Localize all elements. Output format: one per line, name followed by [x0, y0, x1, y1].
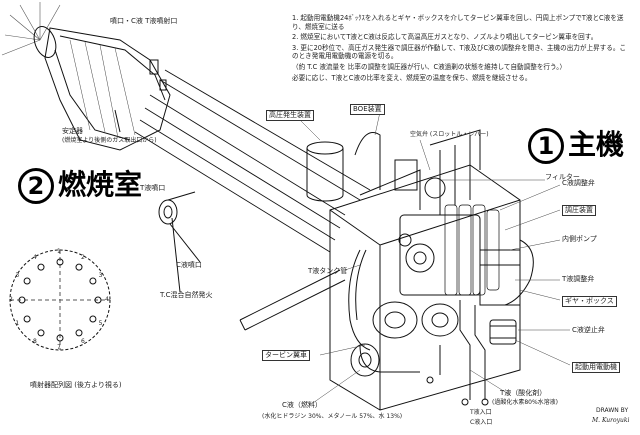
- label-t-injector: T液噴口: [140, 184, 166, 192]
- note-5: 必要に応じ、T液とC液の比率を変え、燃焼室の温度を保ち、燃焼を継続させる。: [292, 73, 532, 82]
- injector-hole: [23, 277, 31, 285]
- injector-hole: [56, 258, 64, 266]
- label-tc-mix: T.C混合自然発火: [160, 291, 213, 299]
- injector-hole: [89, 315, 97, 323]
- injector-number: 4: [33, 254, 37, 262]
- injector-number: 3: [98, 272, 103, 279]
- label-pressure-reg: 調圧装置: [562, 205, 596, 216]
- injector-hole: [89, 277, 97, 285]
- injector-number: 6: [81, 337, 85, 345]
- injector-hole: [56, 334, 64, 342]
- injector-number: 8: [33, 337, 37, 345]
- injector-number: 1: [15, 320, 20, 327]
- label-turbine: タービン翼車: [262, 350, 310, 361]
- label-c-reg-valve: C液調整弁: [562, 179, 595, 187]
- label-injector-pattern: 噴射器配列図 (後方より視る): [30, 381, 122, 389]
- label-c-entry: C液入口: [470, 419, 493, 426]
- label-stable-note: (燃焼室より後側のガス取出口から): [62, 137, 157, 144]
- heading-main-text: 主機: [568, 128, 625, 161]
- note-2: 2. 燃焼室においてT液とC液は反応して高温高圧ガスとなり、ノズルより噴出してタ…: [292, 33, 598, 42]
- injector-number: 1: [57, 248, 61, 255]
- injector-number: 5: [98, 320, 103, 327]
- injector-number: 2: [81, 254, 85, 262]
- label-hp-generator: 高圧発生装置: [266, 110, 314, 121]
- heading-number-1: 1: [528, 128, 564, 164]
- label-t-reg-valve: T液調整弁: [562, 275, 595, 283]
- label-t-oxidizer-composition: (過酸化水素80%水溶液): [492, 399, 559, 406]
- injector-hole: [75, 263, 83, 271]
- label-gearbox: ギヤ・ボックス: [562, 296, 617, 307]
- label-stable: 安定器: [62, 127, 83, 135]
- injector-hole: [75, 329, 83, 337]
- label-c-fuel-composition: (水化ヒドラジン 30%、メタノール 57%、水 13%): [262, 413, 403, 420]
- label-nozzle: 噴口・C液 T液噴射口: [110, 17, 178, 25]
- injector-pattern-drawing: [9, 191, 201, 351]
- note-3: 3. 更に20秒位で、高圧ガス発生器で調圧器が作動して、T液及びC液の調整弁を開…: [292, 43, 627, 61]
- label-c-injector: C液噴口: [176, 261, 202, 269]
- injector-hole: [37, 329, 45, 337]
- explanatory-notes: 1. 起動用電動機24ﾎﾞｯｸｽを入れるとギヤ・ボックスを介してタービン翼車を回…: [292, 14, 632, 84]
- label-c-check-valve: C液逆止弁: [572, 326, 605, 334]
- label-starter-motor: 起動用電動機: [572, 362, 620, 373]
- heading-number-2: 2: [18, 168, 54, 204]
- label-c-fuel: C液（燃料）: [282, 401, 322, 409]
- note-1: 1. 起動用電動機24ﾎﾞｯｸｽを入れるとギヤ・ボックスを介してタービン翼車を回…: [292, 14, 624, 31]
- label-boe: BOE装置: [350, 104, 385, 115]
- main-engine-drawing: [299, 111, 571, 411]
- label-t-entry: T液入口: [470, 409, 492, 416]
- label-t-oxidizer: T液（酸化剤）: [500, 389, 547, 397]
- combustion-chamber-drawing: [1, 2, 371, 331]
- injector-hole: [37, 263, 45, 271]
- injector-number: 3: [15, 272, 20, 279]
- injector-number: 4: [105, 296, 109, 303]
- label-drawn-by: DRAWN BY: [596, 407, 629, 414]
- injector-hole: [18, 296, 26, 304]
- injector-number: 2: [9, 296, 13, 303]
- injector-hole: [23, 315, 31, 323]
- note-4: （約 T.C 液流量を 比率の調整を調圧器が行い、C液過剰の状態を維持して自動調…: [292, 62, 567, 71]
- injector-hole: [94, 296, 102, 304]
- signature: M. Kuroyuki: [592, 417, 630, 424]
- injector-number: 7: [57, 344, 61, 351]
- label-t-tank-line: T液タンク管: [308, 267, 348, 275]
- heading-comb-text: 燃焼室: [58, 168, 143, 201]
- label-filter: フィルター: [545, 173, 580, 181]
- label-internal-pump: 内側ポンプ: [562, 235, 597, 243]
- label-air-valve: 空気弁 (スロットル・レバー): [410, 131, 489, 138]
